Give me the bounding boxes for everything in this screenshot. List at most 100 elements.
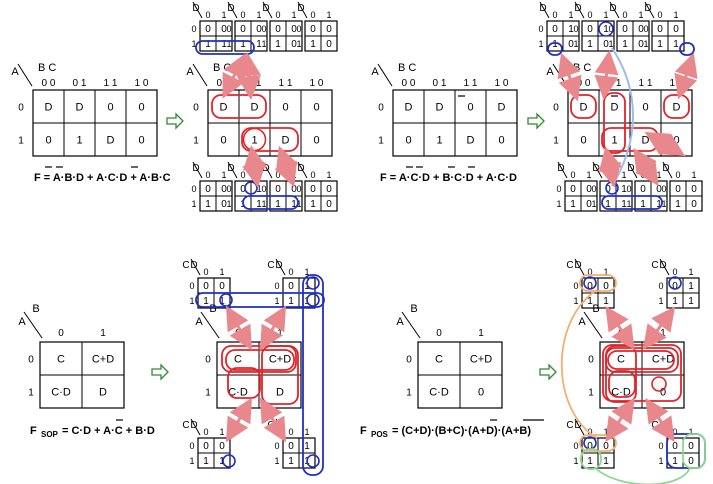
q3-left-kmap-cell: C [57,354,65,366]
q1-top-mini-0-row1: 1 [191,39,196,49]
q1-arrow-4 [274,145,299,188]
q4-right-kmap-col-head: 1 [660,328,666,339]
q3-blue-col-loop [302,274,324,476]
q4-bottom-mini-0-cell: 1 [603,456,609,467]
q4-top-mini-1-label-c: C [651,260,658,271]
q2-bottom-mini-0-col0: 0 [570,170,575,180]
q2-top-mini-0-col1: 1 [568,10,573,20]
q1-bottom-mini-0-cell: 1 [205,199,211,210]
q2-top-circle [598,21,614,37]
q4-green-loop-a [580,448,602,470]
q2-top-mini-0-cell: 1 [568,24,574,35]
q2-bottom-mini-0-cell: 0 [586,199,592,210]
q2-right-kmap-col-head: 0 0 [577,78,591,89]
q1-bottom-mini-1-cell: 0 [240,184,246,195]
q4-right-kmap-row-head: 1 [588,388,594,399]
q3-arrow-2 [259,305,287,351]
q3-arrow-1 [225,305,253,351]
q1-top-mini-2-label-d: D [262,3,269,14]
q3-left-formula-rest: = C·D + A·C + B·D [62,425,155,437]
q2-arrow-4 [597,146,623,188]
q2-left-kmap-col-head: 1 0 [495,78,509,89]
q1-top-mini-0-col1: 1 [221,10,226,20]
q1-right-kmap-cell: 0 [313,135,319,147]
q2-top-mini-3-col0: 0 [657,10,662,20]
q4-top-mini-0-cell: 1 [603,296,609,307]
q1-top-mini-3-cell: 0 [310,24,316,35]
q4-top-mini-0-row1: 1 [573,296,578,306]
q2-right-kmap-row-head: 0 [553,103,559,114]
q2-right-kmap-cell: D [673,102,681,114]
q2-right-kmap-cell: 0 [580,135,586,147]
q1-top-mini-1-cell: 0 [240,24,246,35]
q2-top-mini-1-cell: 0 [603,39,609,50]
q2-right-kmap-cell: D [580,102,588,114]
q1-bottom-mini-3-cell: 0 [326,199,332,210]
q2-top-mini-3-cell: 0 [657,24,663,35]
q4-right-kmap-row-head: 0 [588,355,594,366]
q1-left-kmap-col-head: 0 0 [42,78,56,89]
q2-top-mini-0-cell: 0 [552,24,558,35]
q3-circle-4 [222,454,236,468]
q3-top-mini-1-col1: 1 [304,267,309,277]
q4-arrow-1 [605,306,635,350]
q1-top-mini-1-diagonal [227,1,238,19]
q2-result-arrow-shape [527,112,545,130]
q4-left-kmap-row-head: 1 [406,388,412,399]
q2-top-mini-1-row1: 1 [573,39,578,49]
q1-bottom-mini-2-cell: 0 [275,184,281,195]
q2-top-mini-2-row0: 0 [608,24,613,34]
q1-bottom-mini-3-col0: 0 [310,170,315,180]
q3-right-kmap-label-a: A [195,316,203,328]
q3-bottom-mini-0-label-c: C [182,420,189,431]
q4-right-kmap-label-a: A [578,316,586,328]
q4-left-kmap-col-head: 0 [436,328,442,339]
q2-bottom-mini-3-cell: 0 [691,184,697,195]
q2-left-kmap-cell: D [467,135,475,147]
q2-bottom-mini-0-row1: 1 [556,199,561,209]
q2-left-kmap-cell: 0 [498,135,504,147]
q3-right-kmap-cell: C+D [269,354,291,366]
q4-top-mini-1-cell: 1 [688,296,694,307]
q4-left-kmap-cell: 0 [478,387,484,399]
q2-bottom-mini-0-col1: 1 [586,170,591,180]
q2-bottom-mini-1-col1: 1 [621,170,626,180]
q3-top-mini-0-cell: 1 [203,296,209,307]
q2-right-kmap-col-head: 1 1 [639,78,653,89]
q4-left-kmap-cell: C·D [429,387,449,399]
q4-arrow-4 [645,398,675,442]
q1-left-formula: F = A·B·D + A·C·D + A·B·C [34,172,171,184]
q4-left-kmap-label-a: A [396,316,404,328]
q1-bottom-mini-0-col1: 1 [221,170,226,180]
q1-top-mini-2-diagonal [262,1,273,19]
q1-top-mini-2-cell: 0 [291,39,297,50]
q2-right-kmap-col-head: 0 1 [608,78,622,89]
q2-bottom-mini-3-label-d: D [662,163,669,174]
q4-result-arrow [539,363,557,381]
q1-top-mini-3-row0: 0 [296,24,301,34]
q4-bottom-mini-0-row1: 1 [573,456,578,466]
q3-bottom-mini-1-cell: 0 [288,441,294,452]
q3-arrow-4 [259,397,287,443]
q1-bottom-mini-1-row1: 1 [226,199,231,209]
q3-left-kmap-diagonal [23,311,43,339]
q1-bottom-blue-loop [242,195,299,210]
q1-bottom-mini-2-col0: 0 [275,170,280,180]
q1-right-kmap-col-head: 1 0 [310,78,324,89]
q1-right-kmap-row-head: 0 [193,103,199,114]
q3-bottom-mini-1-cell: 1 [288,456,294,467]
q2-left-kmap-col-head: 1 1 [464,78,478,89]
q2-top-mini-3-col1: 1 [673,10,678,20]
q2-top-mini-3-cell: 0 [673,24,679,35]
q1-top-mini-0-cell: 0 [221,24,227,35]
q1-top-mini-3-col1: 1 [326,10,331,20]
q2-bottom-mini-1-cell: 1 [605,199,611,210]
q3-top-mini-1-label-d: D [275,260,282,271]
q1-left-kmap-cell: 1 [76,135,82,147]
q2-bottom-mini-1-cell: 1 [621,199,627,210]
q3-bottom-mini-0-cell: 1 [203,456,209,467]
q3-bottom-mini-0-diagonal [190,418,201,436]
q2-bottom-mini-2-row0: 0 [626,184,631,194]
q2-bottom-mini-2-cell: 1 [640,199,646,210]
q3-top-mini-0-row1: 1 [189,296,194,306]
